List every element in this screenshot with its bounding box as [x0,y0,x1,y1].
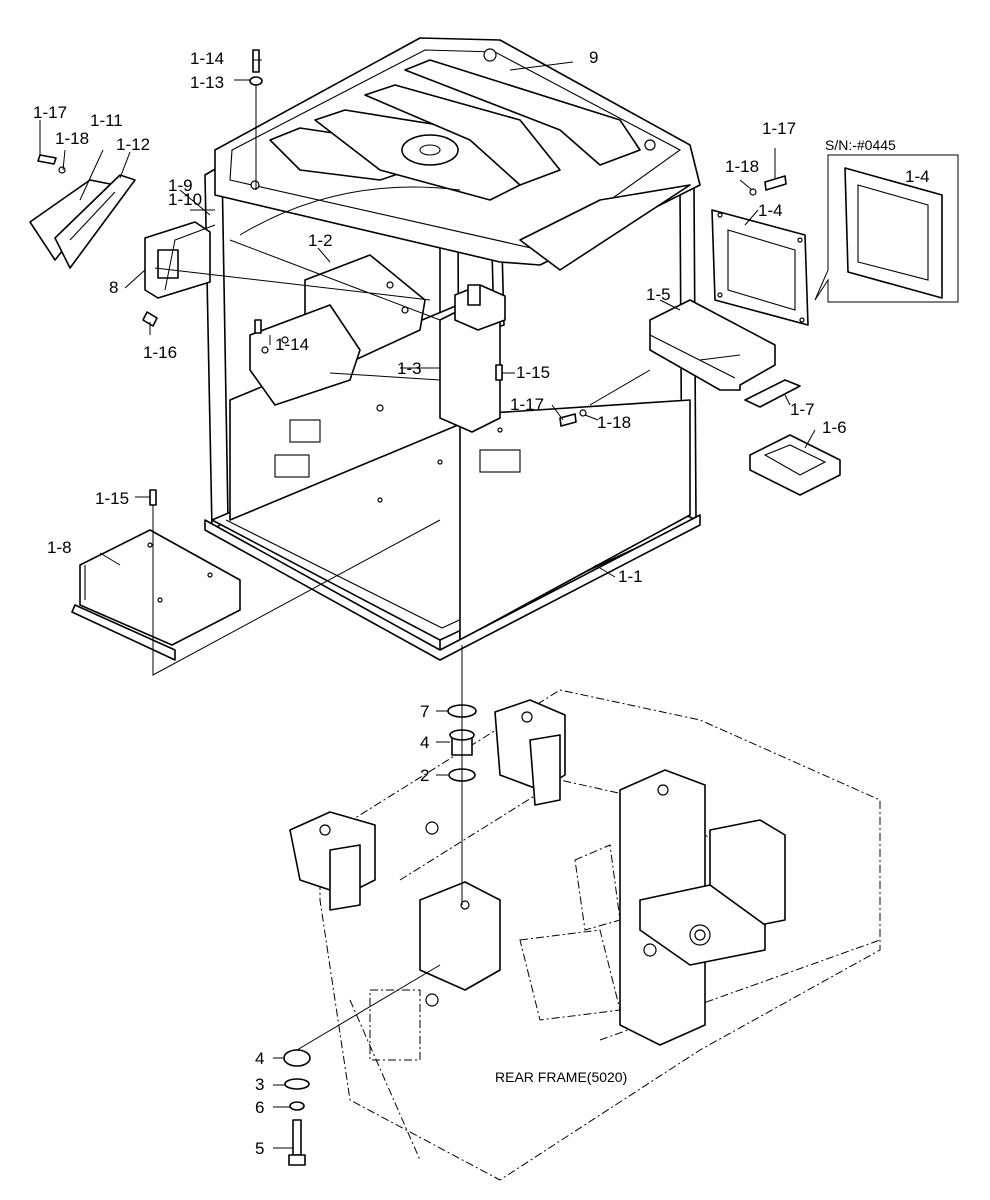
part-1-5-cover [649,299,776,391]
callout-labels: 9 1-14 1-13 1-17 1-18 1-11 1-12 1-9 1-10… [33,48,930,1158]
callout-4-bottom: 4 [255,1049,264,1068]
cab-frame [204,164,701,661]
callout-1-17-mid: 1-17 [510,395,544,414]
callout-8: 8 [109,278,118,297]
part-1-6-tray [749,434,841,496]
callout-7: 7 [420,702,429,721]
callout-5: 5 [255,1139,264,1158]
roof-edge-line [239,186,461,236]
callout-1-15: 1-15 [95,489,129,508]
callout-4-top: 4 [420,733,429,752]
callout-1-10: 1-10 [168,190,202,209]
callout-1-5: 1-5 [646,285,671,304]
serial-note: S/N:-#0445 [825,137,896,153]
callout-6: 6 [255,1098,264,1117]
callout-3: 3 [255,1075,264,1094]
callout-2: 2 [420,766,429,785]
callout-1-18-right: 1-18 [725,157,759,176]
callout-1-18: 1-18 [55,129,89,148]
callout-1-11: 1-11 [90,111,123,130]
serial-inset [814,154,959,303]
callout-1-7: 1-7 [790,400,815,419]
callout-1-14-mid: 1-14 [275,335,309,354]
callout-1-16: 1-16 [143,343,177,362]
callout-1-13: 1-13 [190,73,224,92]
part-1-2-bracket [249,254,426,406]
callout-1-18-mid: 1-18 [597,413,631,432]
part-8-lamp [144,221,216,299]
callout-1-14: 1-14 [190,49,224,68]
callout-1-4: 1-4 [758,201,783,220]
callout-1-4-inset: 1-4 [905,167,930,186]
callout-9: 9 [589,48,598,67]
part-1-3-duct [439,284,506,433]
callout-1-2: 1-2 [308,231,333,250]
part-1-11-grille [29,174,136,269]
callout-1-9: 1-9 [168,176,193,195]
callout-1-8: 1-8 [47,538,72,557]
rear-frame [289,689,881,1181]
callout-1-12: 1-12 [116,135,150,154]
callout-1-3: 1-3 [397,359,422,378]
rear-frame-label: REAR FRAME(5020) [495,1069,627,1085]
roof-panel [214,37,701,271]
callout-1-17-right: 1-17 [762,119,796,138]
part-1-4-plate [711,209,809,326]
leader-lines [39,59,816,1149]
callout-1-15-mid: 1-15 [516,363,550,382]
callout-1-1: 1-1 [618,567,643,586]
part-1-8-bracket [71,529,241,661]
callout-1-6: 1-6 [822,418,847,437]
callout-1-17: 1-17 [33,103,67,122]
fasteners [37,49,787,506]
part-1-7-strip [744,379,801,408]
